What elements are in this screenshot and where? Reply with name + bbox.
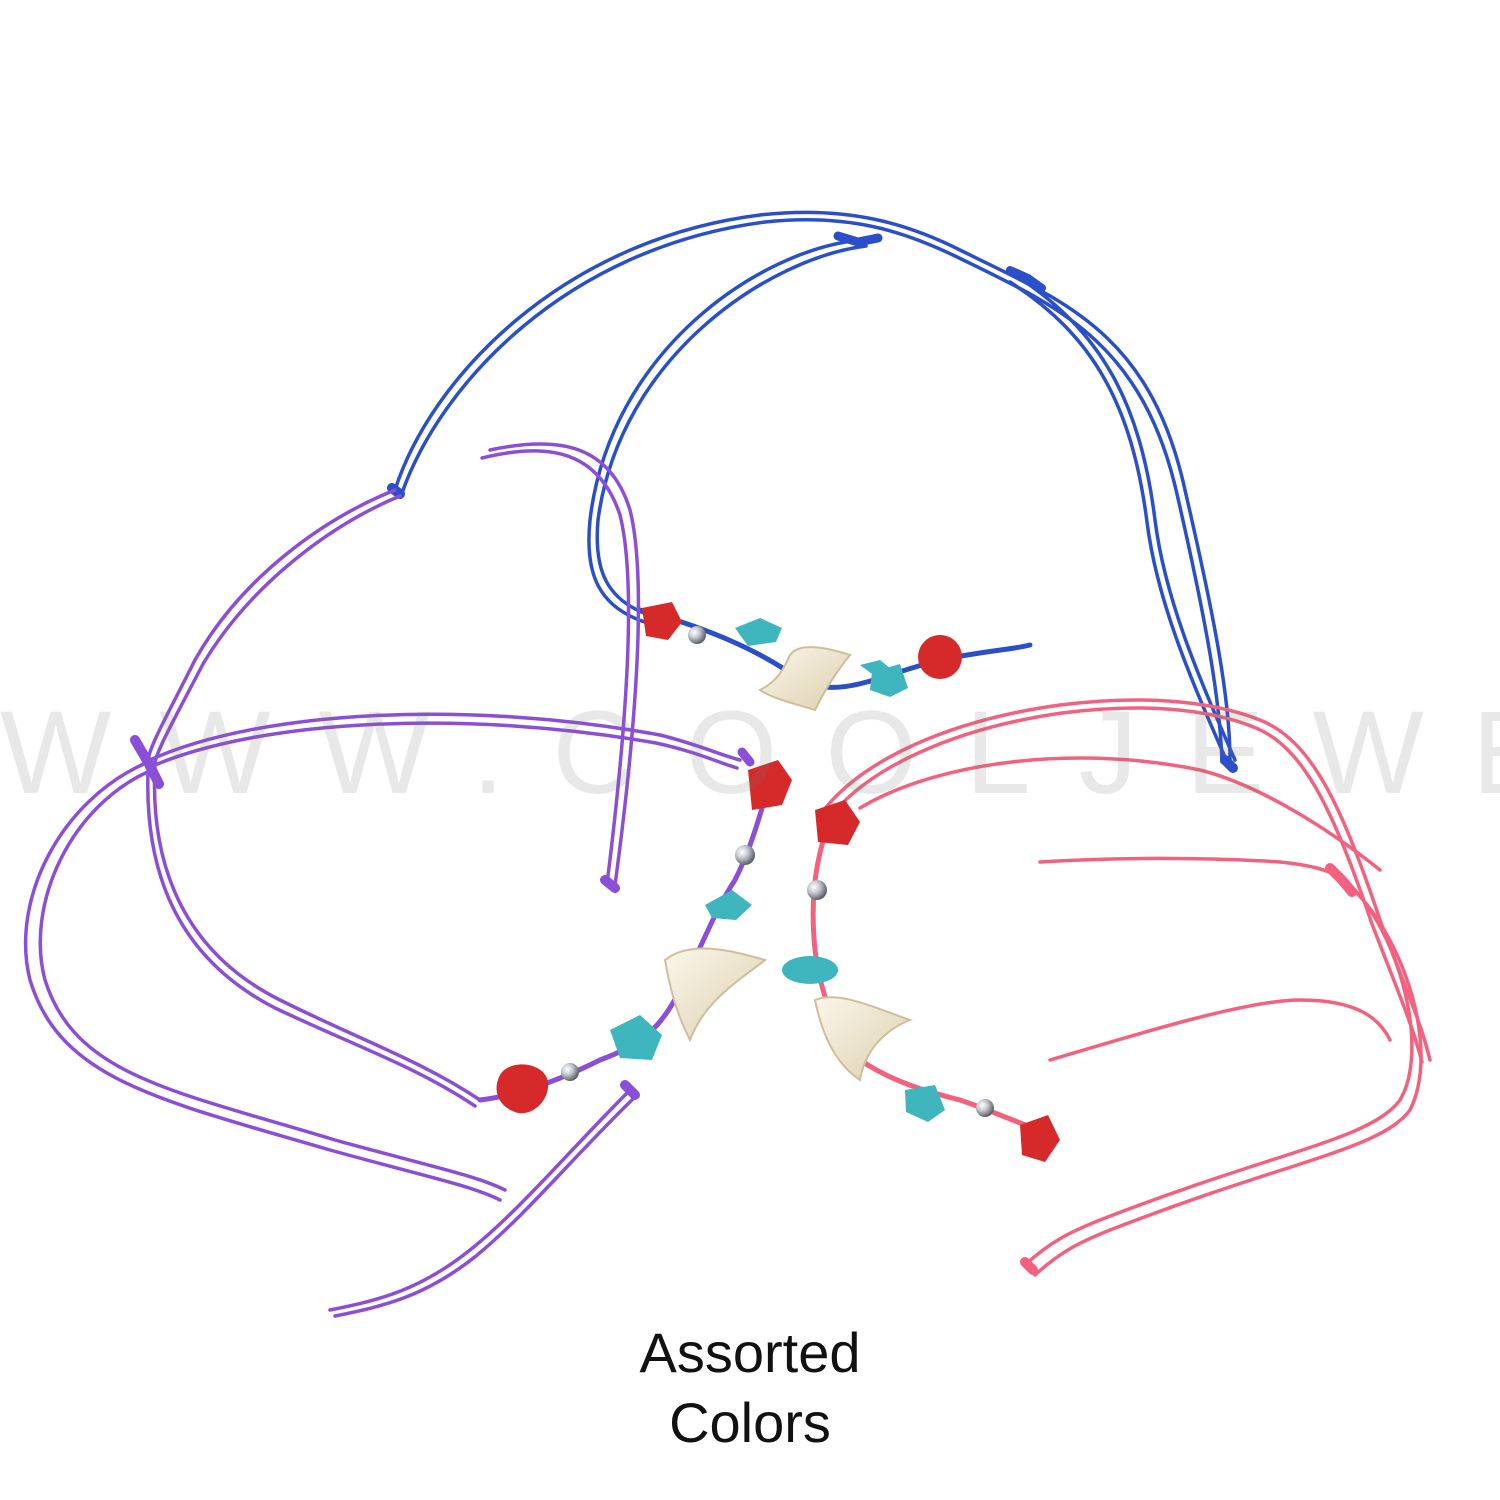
pink-bracelet-beads [782,800,1060,1162]
purple-bracelet-beads [496,760,792,1114]
caption: Assorted Colors [0,1318,1500,1458]
caption-line-1: Assorted [639,1321,861,1384]
purple-bracelet-icon [23,442,773,1318]
pink-bracelet-icon [810,698,1432,1277]
blue-bracelet-icon [387,210,1238,773]
caption-line-2: Colors [669,1391,831,1454]
blue-bracelet-beads [642,602,962,712]
